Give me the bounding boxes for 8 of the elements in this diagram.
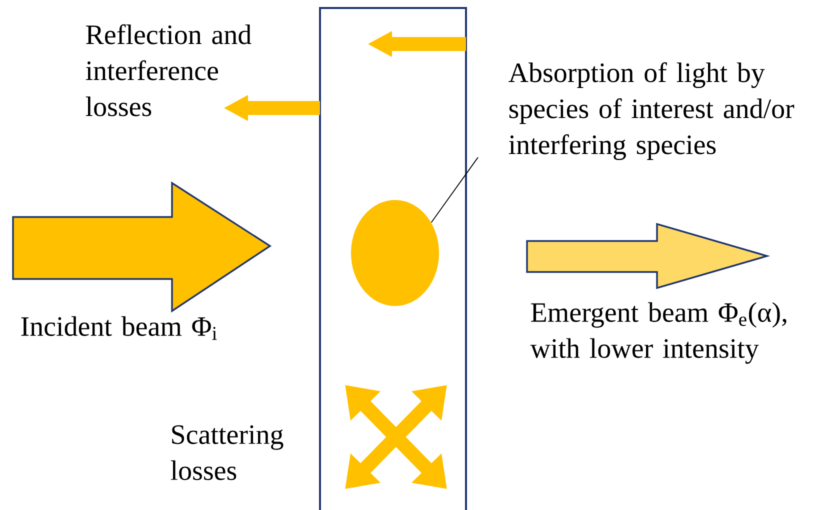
beam-caption: Emergent beam Φ$_{e}$(α), with lower intensity: [530, 302, 786, 364]
leader-line: [430, 156, 478, 223]
beam-caption: Incident beam Φ$_{i}$: [21, 316, 217, 340]
cuvette-box: [319, 7, 467, 510]
annotation-text: Absorption of light by species of interest and/or interfering species: [508, 62, 794, 160]
particle-ellipse: [351, 200, 439, 306]
annotation-text: Scattering losses: [170, 425, 284, 480]
annotation-text: Reflection and interference losses: [86, 24, 252, 116]
